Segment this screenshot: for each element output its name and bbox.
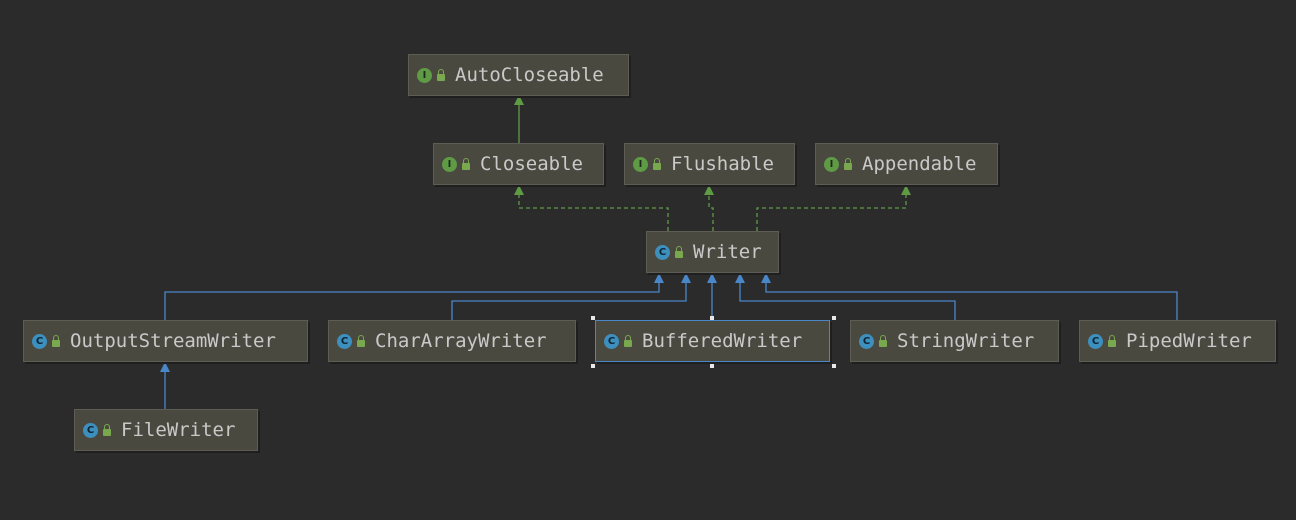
public-lock-icon: [357, 334, 365, 347]
interface-icon: I: [633, 156, 648, 172]
edge-stringwriter-to-writer: [739, 274, 956, 320]
edge-filewriter-to-outputstreamwriter-arrowhead: [160, 362, 170, 372]
node-label: Appendable: [862, 153, 977, 175]
edge-closeable-to-autocloseable-arrowhead: [514, 95, 524, 105]
edge-writer-to-appendable-arrowhead: [901, 185, 911, 195]
class-icon: C: [859, 333, 874, 349]
interface-icon: I: [442, 156, 457, 172]
public-lock-icon: [653, 157, 661, 170]
node-closeable[interactable]: I Closeable: [433, 143, 604, 185]
edge-outputstreamwriter-to-writer: [164, 274, 660, 320]
edge-pipedwriter-to-writer-arrowhead: [761, 273, 771, 283]
edge-writer-to-closeable-arrowhead: [514, 185, 524, 195]
public-lock-icon: [437, 68, 445, 81]
public-lock-icon: [462, 157, 470, 170]
node-label: BufferedWriter: [642, 330, 803, 352]
node-label: StringWriter: [897, 330, 1035, 352]
node-outputstreamwriter[interactable]: C OutputStreamWriter: [23, 320, 308, 362]
edge-pipedwriter-to-writer: [765, 274, 1178, 320]
public-lock-icon: [52, 334, 60, 347]
class-icon: C: [83, 422, 98, 438]
selection-handle-top-right[interactable]: [832, 316, 836, 320]
abstract-class-icon: C: [655, 244, 670, 260]
interface-icon: I: [417, 67, 432, 83]
edge-writer-to-flushable: [708, 186, 714, 231]
public-lock-icon: [1108, 334, 1116, 347]
node-label: PipedWriter: [1126, 330, 1252, 352]
edge-stringwriter-to-writer-arrowhead: [735, 273, 745, 283]
node-label: Writer: [693, 241, 762, 263]
node-label: FileWriter: [121, 419, 236, 441]
node-writer[interactable]: C Writer: [646, 231, 779, 273]
node-filewriter[interactable]: C FileWriter: [74, 409, 258, 451]
node-pipedwriter[interactable]: C PipedWriter: [1079, 320, 1276, 362]
edge-writer-to-appendable: [756, 186, 907, 231]
public-lock-icon: [675, 245, 683, 258]
class-icon: C: [1088, 333, 1103, 349]
node-label: CharArrayWriter: [375, 330, 547, 352]
node-chararraywriter[interactable]: C CharArrayWriter: [328, 320, 576, 362]
class-icon: C: [32, 333, 47, 349]
selection-handle-bottom-middle[interactable]: [710, 364, 714, 368]
node-flushable[interactable]: I Flushable: [624, 143, 795, 185]
node-bufferedwriter[interactable]: C BufferedWriter: [595, 320, 830, 362]
selection-handle-bottom-left[interactable]: [591, 364, 595, 368]
interface-icon: I: [824, 156, 839, 172]
node-autocloseable[interactable]: I AutoCloseable: [408, 54, 629, 96]
selection-handle-bottom-right[interactable]: [832, 364, 836, 368]
edge-outputstreamwriter-to-writer-arrowhead: [654, 273, 664, 283]
public-lock-icon: [844, 157, 852, 170]
node-appendable[interactable]: I Appendable: [815, 143, 998, 185]
class-icon: C: [337, 333, 352, 349]
node-label: Flushable: [671, 153, 774, 175]
edge-chararraywriter-to-writer: [451, 274, 687, 320]
node-label: Closeable: [480, 153, 583, 175]
public-lock-icon: [624, 334, 632, 347]
node-label: AutoCloseable: [455, 64, 604, 86]
edge-writer-to-closeable: [518, 186, 669, 231]
public-lock-icon: [103, 423, 111, 436]
selection-handle-top-middle[interactable]: [710, 316, 714, 320]
class-icon: C: [604, 333, 619, 349]
selection-handle-top-left[interactable]: [591, 316, 595, 320]
edge-chararraywriter-to-writer-arrowhead: [681, 273, 691, 283]
edge-writer-to-flushable-arrowhead: [704, 185, 714, 195]
node-stringwriter[interactable]: C StringWriter: [850, 320, 1059, 362]
edge-bufferedwriter-to-writer-arrowhead: [707, 273, 717, 283]
public-lock-icon: [879, 334, 887, 347]
node-label: OutputStreamWriter: [70, 330, 276, 352]
